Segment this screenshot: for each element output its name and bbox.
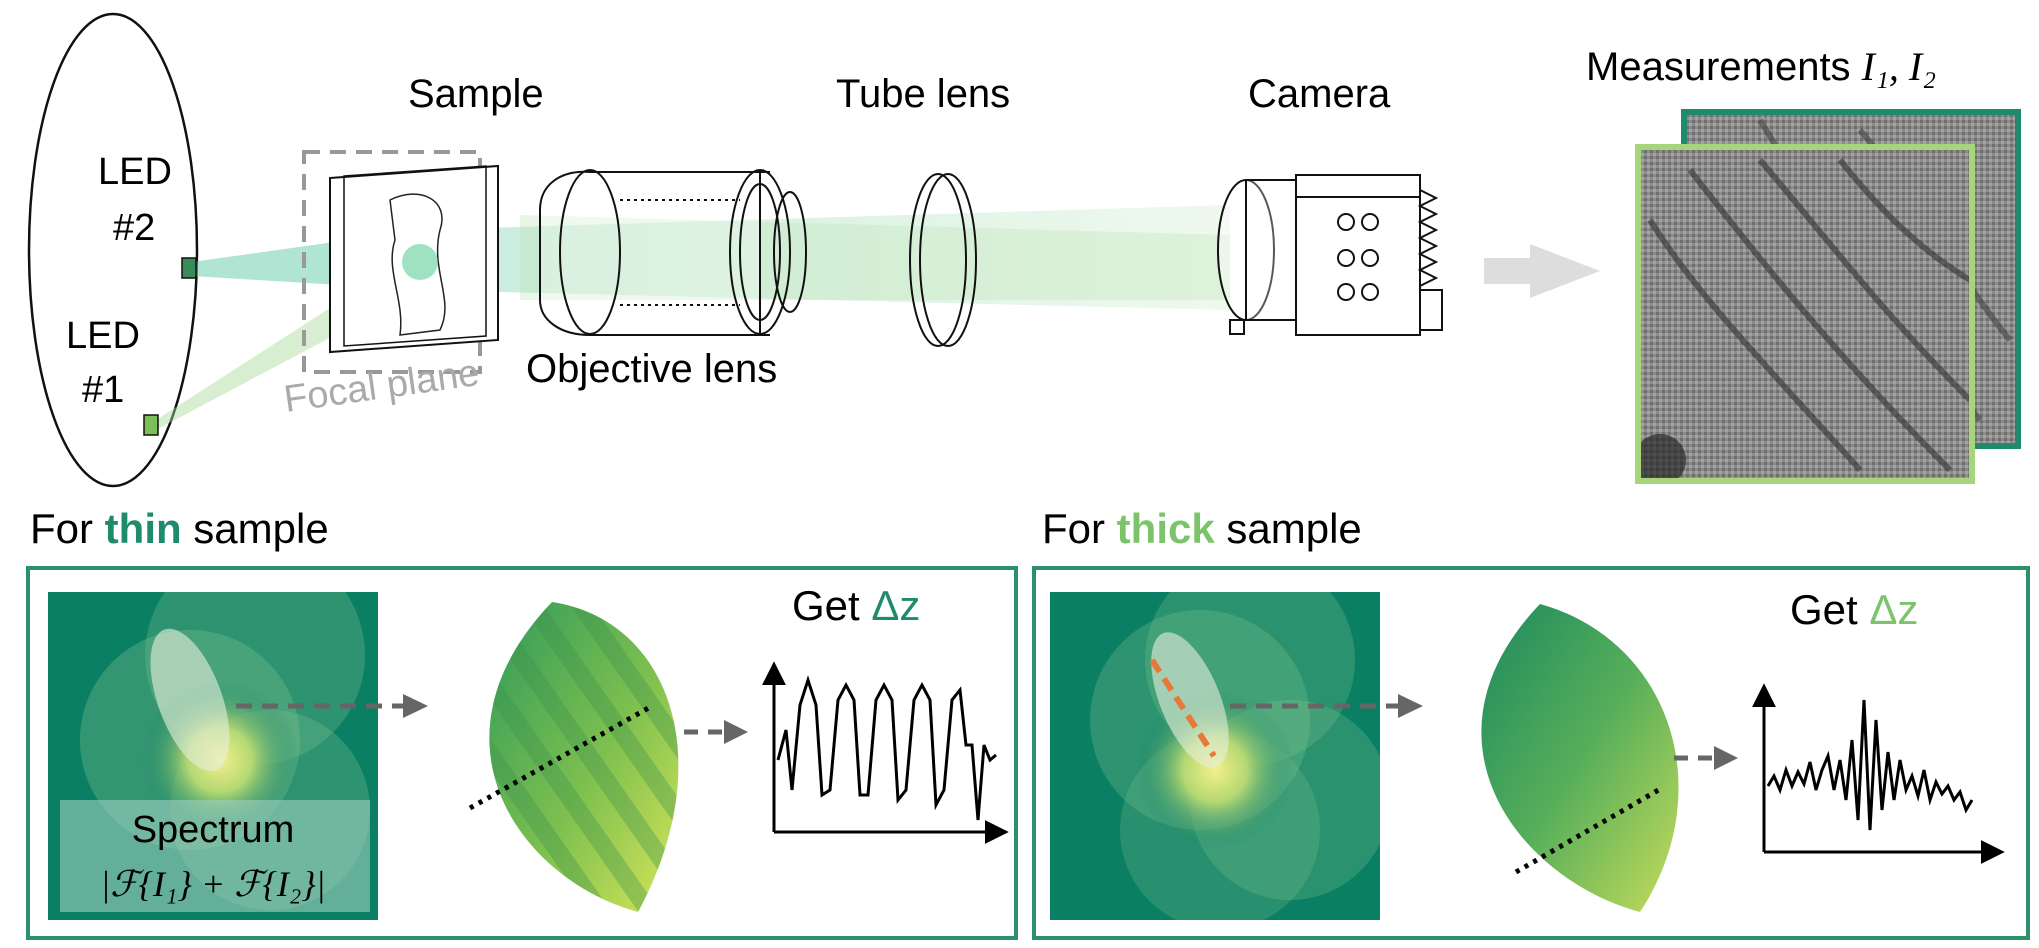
measurements-label: Measurements I₁, I₂ <box>1586 44 1936 89</box>
thin-leaf-spectrum <box>468 602 679 912</box>
tube-lens-label: Tube lens <box>836 72 1010 116</box>
thick-get-dz: Get Δz <box>1790 586 1918 633</box>
thin-profile-plot <box>762 661 1009 844</box>
led2-label-line1: LED <box>98 151 172 193</box>
led2-icon <box>181 257 197 279</box>
thin-panel-title: For thin sample <box>30 505 329 552</box>
main-beam <box>420 205 1230 310</box>
sample-label: Sample <box>408 72 544 116</box>
objective-lens-label: Objective lens <box>526 347 777 391</box>
led1-label-line2: #1 <box>82 369 124 411</box>
thick-panel-border <box>1032 566 2030 940</box>
thin-get-dz: Get Δz <box>792 582 920 629</box>
thick-leaf-spectrum <box>1481 604 1679 912</box>
thin-arrow-2-head <box>724 720 748 744</box>
camera-icon <box>1217 174 1443 336</box>
led1-icon <box>143 414 159 436</box>
camera-label: Camera <box>1248 72 1391 116</box>
led-board <box>27 12 199 488</box>
thick-orange-dashline <box>1149 658 1217 758</box>
measurement-image-1 <box>1635 144 1975 484</box>
spectrum-title: Spectrum <box>132 809 295 851</box>
thin-spectrum-image <box>48 592 378 920</box>
measurement-arrow <box>1484 244 1600 298</box>
led1-label-line1: LED <box>66 315 140 357</box>
thick-spectrum-image <box>1050 592 1380 920</box>
secondary-beam <box>520 215 1230 300</box>
focal-plane-label: Focal plane <box>281 352 481 421</box>
thin-panel-border <box>26 566 1018 940</box>
thin-arrow-1-head <box>403 694 428 718</box>
thick-profile-plot <box>1752 683 2005 864</box>
tube-lens <box>909 173 977 347</box>
thick-arrow-2-head <box>1714 746 1738 770</box>
objective-lens <box>539 169 807 336</box>
spectrum-formula: |ℱ{I₁} + ℱ{I₂}| <box>100 864 325 904</box>
thick-arrow-1-head <box>1398 694 1423 718</box>
sample-slide <box>329 164 499 354</box>
thick-panel-title: For thick sample <box>1042 505 1362 552</box>
led2-label-line2: #2 <box>113 207 155 249</box>
